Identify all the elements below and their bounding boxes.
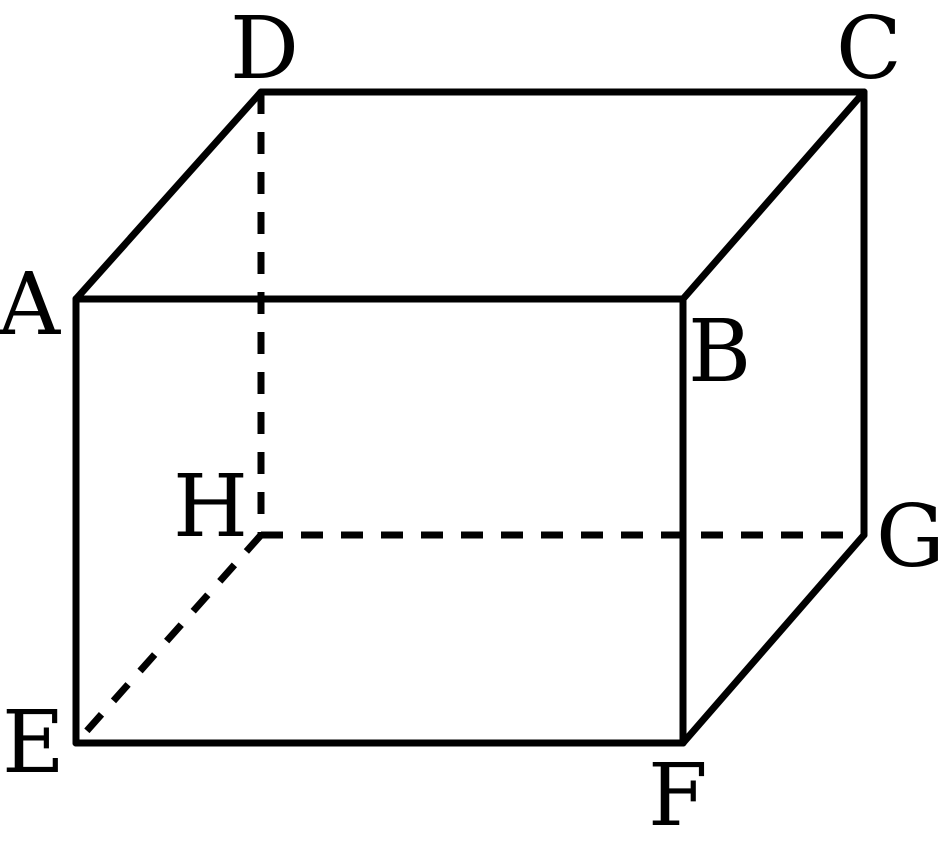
vertex-label-e: E	[2, 693, 65, 793]
vertex-label-b: B	[688, 302, 751, 402]
vertex-label-h: H	[173, 457, 248, 557]
vertex-label-a: A	[0, 255, 61, 355]
vertex-label-d: D	[230, 0, 299, 99]
vertex-label-g: G	[876, 487, 945, 587]
edge-fg	[679, 531, 868, 747]
edge-bc	[679, 88, 868, 303]
vertex-label-c: C	[836, 0, 902, 99]
vertex-label-f: F	[648, 746, 708, 846]
edge-da	[72, 88, 265, 303]
hidden-edge-he	[73, 532, 264, 746]
